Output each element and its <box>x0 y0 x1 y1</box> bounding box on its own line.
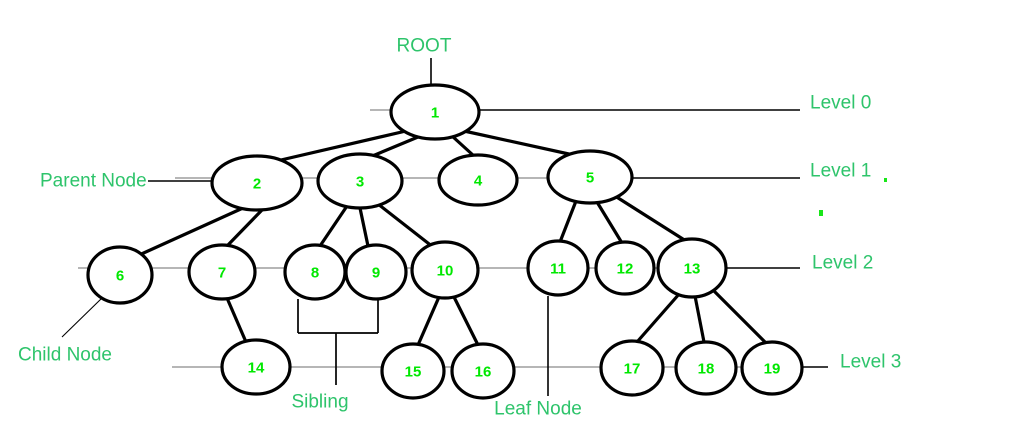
node-number-17: 17 <box>624 361 641 378</box>
node-circle-2 <box>210 154 304 212</box>
artifact-specks-group <box>819 178 887 216</box>
tree-node-10[interactable]: 10 <box>410 240 480 300</box>
tree-edge-n13-n19 <box>711 288 768 345</box>
node-circle-19 <box>740 340 804 396</box>
tree-node-4[interactable]: 4 <box>437 153 519 207</box>
tree-edges-group <box>136 129 768 346</box>
node-circle-17 <box>599 339 665 397</box>
node-circle-7 <box>187 243 257 301</box>
node-circle-18 <box>674 340 738 396</box>
tree-edge-n1-n4 <box>450 134 476 158</box>
node-number-16: 16 <box>475 364 492 381</box>
node-circle-1 <box>389 83 481 141</box>
node-circle-6 <box>86 245 154 305</box>
tree-node-19[interactable]: 19 <box>740 340 804 396</box>
tree-node-1[interactable]: 1 <box>389 83 481 141</box>
tree-edge-n5-n11 <box>558 200 578 243</box>
node-number-7: 7 <box>218 265 226 282</box>
tree-edge-n5-n12 <box>595 201 624 244</box>
annotation-leader-lines-group <box>61 58 828 396</box>
tree-node-6[interactable]: 6 <box>86 245 154 305</box>
tree-node-2[interactable]: 2 <box>210 154 304 212</box>
tree-edge-n1-n2 <box>267 129 407 165</box>
node-number-19: 19 <box>764 361 781 378</box>
node-number-10: 10 <box>437 263 454 280</box>
node-number-9: 9 <box>372 265 380 282</box>
tree-edge-n10-n16 <box>452 296 480 346</box>
node-number-3: 3 <box>356 174 364 191</box>
node-number-18: 18 <box>698 361 715 378</box>
node-number-5: 5 <box>586 170 594 187</box>
tree-edge-n3-n10 <box>377 202 434 249</box>
tree-node-16[interactable]: 16 <box>450 342 516 400</box>
leaf-node-label: Leaf Node <box>494 399 582 420</box>
node-circle-9 <box>344 243 408 301</box>
tree-edge-n3-n8 <box>318 205 349 247</box>
node-circle-13 <box>656 237 728 299</box>
tree-edge-n1-n3 <box>369 135 419 159</box>
node-number-1: 1 <box>431 105 439 122</box>
tree-node-8[interactable]: 8 <box>283 243 347 301</box>
tree-edge-n10-n15 <box>416 296 441 346</box>
child-node-leader-line <box>61 297 103 338</box>
tree-node-15[interactable]: 15 <box>380 342 446 400</box>
node-circle-3 <box>316 152 404 210</box>
level-label-2: Level 2 <box>812 253 873 274</box>
level-label-1: Level 1 <box>810 161 871 182</box>
tree-edge-n2-n7 <box>225 208 264 248</box>
tree-node-11[interactable]: 11 <box>526 239 590 297</box>
tree-node-9[interactable]: 9 <box>344 243 408 301</box>
node-number-6: 6 <box>116 268 124 285</box>
node-circle-14 <box>220 338 292 396</box>
level-label-0: Level 0 <box>810 93 871 114</box>
tree-edge-n3-n9 <box>358 207 370 247</box>
artifact-speck-0 <box>884 178 887 182</box>
child-node-label: Child Node <box>18 345 112 366</box>
node-circle-5 <box>546 149 634 205</box>
tree-node-14[interactable]: 14 <box>220 338 292 396</box>
tree-node-3[interactable]: 3 <box>316 152 404 210</box>
node-circle-10 <box>410 240 480 300</box>
tree-node-5[interactable]: 5 <box>546 149 634 205</box>
node-number-4: 4 <box>474 173 483 190</box>
node-number-15: 15 <box>405 364 422 381</box>
tree-node-12[interactable]: 12 <box>594 240 656 296</box>
node-circle-16 <box>450 342 516 400</box>
node-circle-15 <box>380 342 446 400</box>
tree-node-18[interactable]: 18 <box>674 340 738 396</box>
node-circle-12 <box>594 240 656 296</box>
tree-edge-n7-n14 <box>225 297 248 343</box>
node-circle-11 <box>526 239 590 297</box>
tree-edge-n13-n18 <box>693 295 706 343</box>
tree-node-13[interactable]: 13 <box>656 237 728 299</box>
node-number-2: 2 <box>253 176 261 193</box>
tree-edge-n5-n13 <box>614 194 687 243</box>
tree-edge-n13-n17 <box>635 291 682 344</box>
node-number-13: 13 <box>684 261 701 278</box>
level-rules-group <box>78 109 822 368</box>
artifact-speck-1 <box>819 210 823 216</box>
level-label-3: Level 3 <box>840 352 901 373</box>
root-label: ROOT <box>397 36 452 57</box>
tree-node-7[interactable]: 7 <box>187 243 257 301</box>
tree-node-17[interactable]: 17 <box>599 339 665 397</box>
node-number-14: 14 <box>248 360 265 377</box>
sibling-bracket-group <box>297 299 379 385</box>
parent-node-label: Parent Node <box>40 171 147 192</box>
tree-edge-n1-n5 <box>463 129 579 158</box>
node-number-12: 12 <box>617 261 634 278</box>
node-number-8: 8 <box>311 265 319 282</box>
tree-edge-n2-n6 <box>136 206 244 258</box>
node-circle-4 <box>437 153 519 207</box>
node-number-11: 11 <box>550 261 566 278</box>
sibling-label: Sibling <box>291 392 348 413</box>
